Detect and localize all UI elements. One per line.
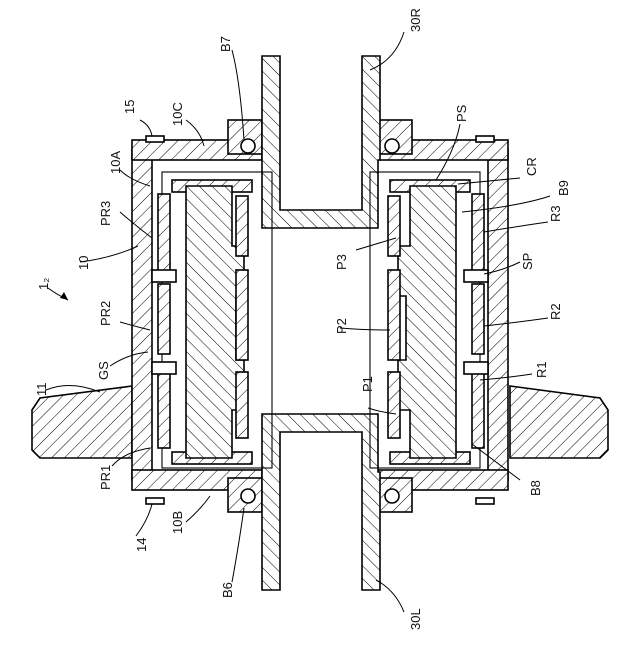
label-PR3: PR3	[98, 201, 113, 226]
label-14: 14	[134, 538, 149, 552]
label-P3: P3	[334, 254, 349, 270]
label-10C: 10C	[170, 102, 185, 126]
label-B8: B8	[528, 480, 543, 496]
figure-arrow	[48, 288, 68, 300]
label-P1: P1	[360, 376, 375, 392]
label-R1: R1	[534, 361, 549, 378]
planet-gears	[236, 196, 400, 438]
label-30L: 30L	[408, 608, 423, 630]
label-15: 15	[122, 100, 137, 114]
label-30R: 30R	[408, 8, 423, 32]
label-PR1: PR1	[98, 465, 113, 490]
label-PS: PS	[454, 104, 469, 122]
label-11: 11	[34, 383, 49, 397]
label-GS: GS	[96, 361, 111, 380]
shaft-30R	[262, 56, 380, 228]
label-fig-ref: 1₂	[36, 278, 51, 290]
label-10: 10	[76, 256, 91, 270]
label-CR: CR	[524, 157, 539, 176]
label-10B: 10B	[170, 511, 185, 534]
label-10A: 10A	[108, 151, 123, 174]
label-PR2: PR2	[98, 301, 113, 326]
label-B9: B9	[556, 180, 571, 196]
label-B6: B6	[220, 582, 235, 598]
label-P2: P2	[334, 318, 349, 334]
label-SP: SP	[520, 253, 535, 270]
label-R2: R2	[548, 303, 563, 320]
label-R3: R3	[548, 205, 563, 222]
label-B7: B7	[218, 36, 233, 52]
shaft-30L	[262, 414, 380, 590]
